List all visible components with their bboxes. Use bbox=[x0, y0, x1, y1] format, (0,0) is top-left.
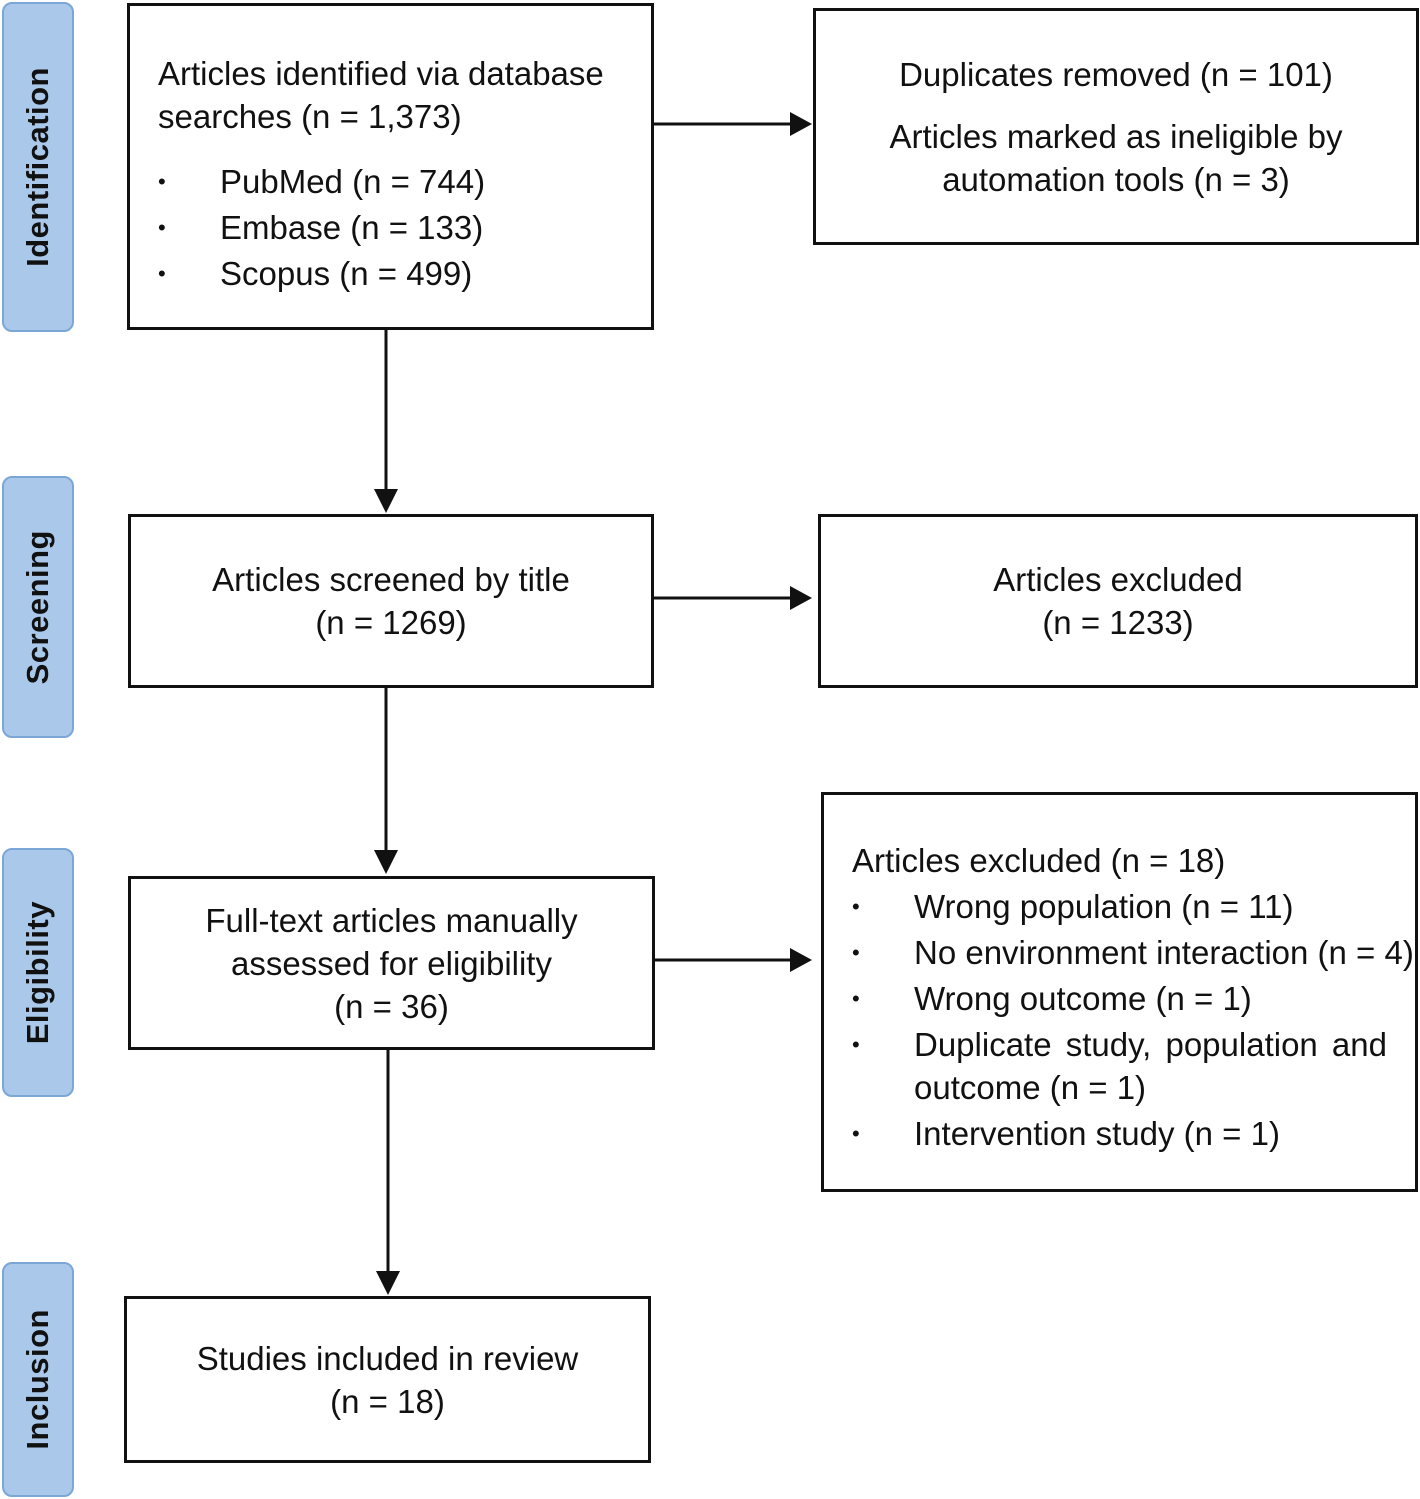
bullet-icon: • bbox=[852, 894, 860, 919]
bullet-icon: • bbox=[158, 169, 166, 194]
identified-box: Articles identified via database searche… bbox=[127, 3, 654, 330]
screened-box: Articles screened by title (n = 1269) bbox=[128, 514, 654, 688]
ineligible-line2: automation tools (n = 3) bbox=[942, 160, 1290, 198]
exclusion-reason: • No environment interaction (n = 4) bbox=[852, 931, 1414, 974]
bullet-icon: • bbox=[158, 261, 166, 286]
removed-box: Duplicates removed (n = 101) Articles ma… bbox=[813, 8, 1419, 245]
exclusion-reason-label: Duplicate study, population and bbox=[914, 1026, 1387, 1063]
source-item-label: Embase (n = 133) bbox=[220, 209, 484, 246]
source-item-scopus: • Scopus (n = 499) bbox=[158, 252, 651, 295]
bullet-icon: • bbox=[158, 215, 166, 240]
fulltext-line2: assessed for eligibility bbox=[231, 944, 552, 982]
exclusion-reason-label-cont: outcome (n = 1) bbox=[914, 1069, 1147, 1106]
bullet-icon: • bbox=[852, 986, 860, 1011]
stage-inclusion: Inclusion bbox=[2, 1262, 74, 1497]
bullet-icon: • bbox=[852, 1032, 860, 1057]
stage-screening: Screening bbox=[2, 476, 74, 738]
excluded-title-box: Articles excluded (n = 1233) bbox=[818, 514, 1418, 688]
exclusion-reason-label: Wrong population (n = 11) bbox=[914, 888, 1294, 925]
source-item-embase: • Embase (n = 133) bbox=[158, 206, 651, 249]
screened-line1: Articles screened by title bbox=[212, 561, 570, 598]
fulltext-line3: (n = 36) bbox=[334, 987, 449, 1025]
arrowhead-icon bbox=[790, 948, 812, 972]
exclusion-reason-label: Wrong outcome (n = 1) bbox=[914, 980, 1252, 1017]
exclusion-reason: • Duplicate study, population and outcom… bbox=[852, 1023, 1387, 1109]
exclusion-reason-label: Intervention study (n = 1) bbox=[914, 1115, 1280, 1152]
stage-eligibility: Eligibility bbox=[2, 848, 74, 1097]
screened-line2: (n = 1269) bbox=[315, 604, 467, 641]
arrowhead-icon bbox=[374, 489, 398, 513]
fulltext-box: Full-text articles manually assessed for… bbox=[128, 876, 655, 1050]
arrowhead-icon bbox=[376, 1271, 400, 1295]
ineligible-line1: Articles marked as ineligible by bbox=[889, 117, 1343, 155]
bullet-icon: • bbox=[852, 940, 860, 965]
fulltext-line1: Full-text articles manually bbox=[205, 901, 578, 939]
source-item-label: PubMed (n = 744) bbox=[220, 163, 486, 200]
included-line1: Studies included in review bbox=[196, 1339, 579, 1377]
source-item-label: Scopus (n = 499) bbox=[220, 255, 473, 292]
exclusion-reason: • Wrong population (n = 11) bbox=[852, 885, 1387, 928]
excluded-title-line1: Articles excluded bbox=[993, 561, 1243, 598]
duplicates-removed: Duplicates removed (n = 101) bbox=[899, 55, 1333, 93]
identified-line2: searches (n = 1,373) bbox=[158, 98, 462, 135]
excluded-fulltext-title: Articles excluded (n = 18) bbox=[852, 842, 1226, 879]
excluded-title-line2: (n = 1233) bbox=[1042, 604, 1194, 641]
exclusion-reason-label: No environment interaction (n = 4) bbox=[914, 934, 1414, 971]
identified-line1: Articles identified via database bbox=[158, 55, 604, 92]
arrowhead-icon bbox=[790, 586, 812, 610]
bullet-icon: • bbox=[852, 1121, 860, 1146]
excluded-fulltext-box: Articles excluded (n = 18) • Wrong popul… bbox=[821, 792, 1418, 1192]
exclusion-reason: • Intervention study (n = 1) bbox=[852, 1112, 1387, 1155]
arrowhead-icon bbox=[374, 850, 398, 874]
source-item-pubmed: • PubMed (n = 744) bbox=[158, 160, 651, 203]
exclusion-reason: • Wrong outcome (n = 1) bbox=[852, 977, 1387, 1020]
stage-identification: Identification bbox=[2, 2, 74, 332]
included-line2: (n = 18) bbox=[330, 1382, 445, 1420]
arrowhead-icon bbox=[790, 112, 812, 136]
included-box: Studies included in review (n = 18) bbox=[124, 1296, 651, 1463]
source-list: • PubMed (n = 744) • Embase (n = 133) • … bbox=[158, 160, 651, 295]
